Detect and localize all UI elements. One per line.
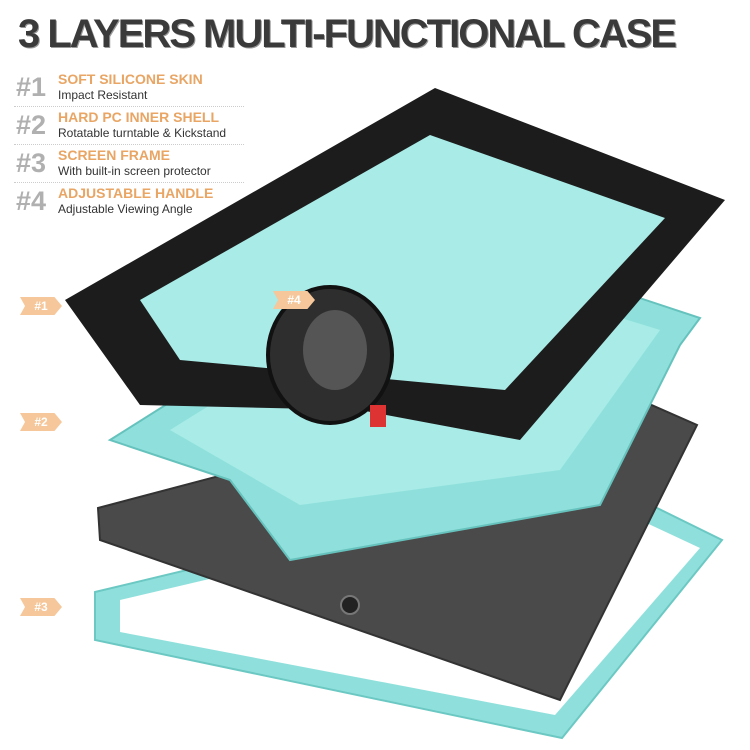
feature-item: #1 SOFT SILICONE SKIN Impact Resistant	[14, 70, 244, 107]
feature-subtitle: With built-in screen protector	[58, 164, 211, 178]
handle-strap	[303, 310, 367, 390]
layer-badge-1: #1	[20, 297, 62, 315]
feature-number: #4	[16, 186, 47, 216]
feature-item: #4 ADJUSTABLE HANDLE Adjustable Viewing …	[14, 184, 244, 220]
feature-number: #3	[16, 148, 47, 178]
feature-title: HARD PC INNER SHELL	[58, 109, 220, 125]
layer-badge-2: #2	[20, 413, 62, 431]
feature-item: #2 HARD PC INNER SHELL Rotatable turntab…	[14, 108, 244, 145]
feature-title: SOFT SILICONE SKIN	[58, 71, 203, 87]
feature-title: SCREEN FRAME	[58, 147, 171, 163]
feature-title: ADJUSTABLE HANDLE	[58, 185, 214, 201]
handle-clip	[370, 405, 386, 427]
page-title: 3 LAYERS MULTI-FUNCTIONAL CASE	[18, 12, 677, 56]
feature-item: #3 SCREEN FRAME With built-in screen pro…	[14, 146, 244, 183]
tablet-camera-icon	[340, 595, 360, 615]
silicone-skin-opening	[140, 135, 665, 390]
feature-list: #1 SOFT SILICONE SKIN Impact Resistant #…	[14, 70, 244, 221]
feature-subtitle: Rotatable turntable & Kickstand	[58, 126, 227, 140]
feature-number: #1	[16, 72, 47, 102]
feature-subtitle: Adjustable Viewing Angle	[58, 202, 193, 216]
feature-subtitle: Impact Resistant	[58, 88, 148, 102]
layer-badge-4: #4	[273, 291, 315, 309]
layer-badge-3: #3	[20, 598, 62, 616]
feature-number: #2	[16, 110, 47, 140]
